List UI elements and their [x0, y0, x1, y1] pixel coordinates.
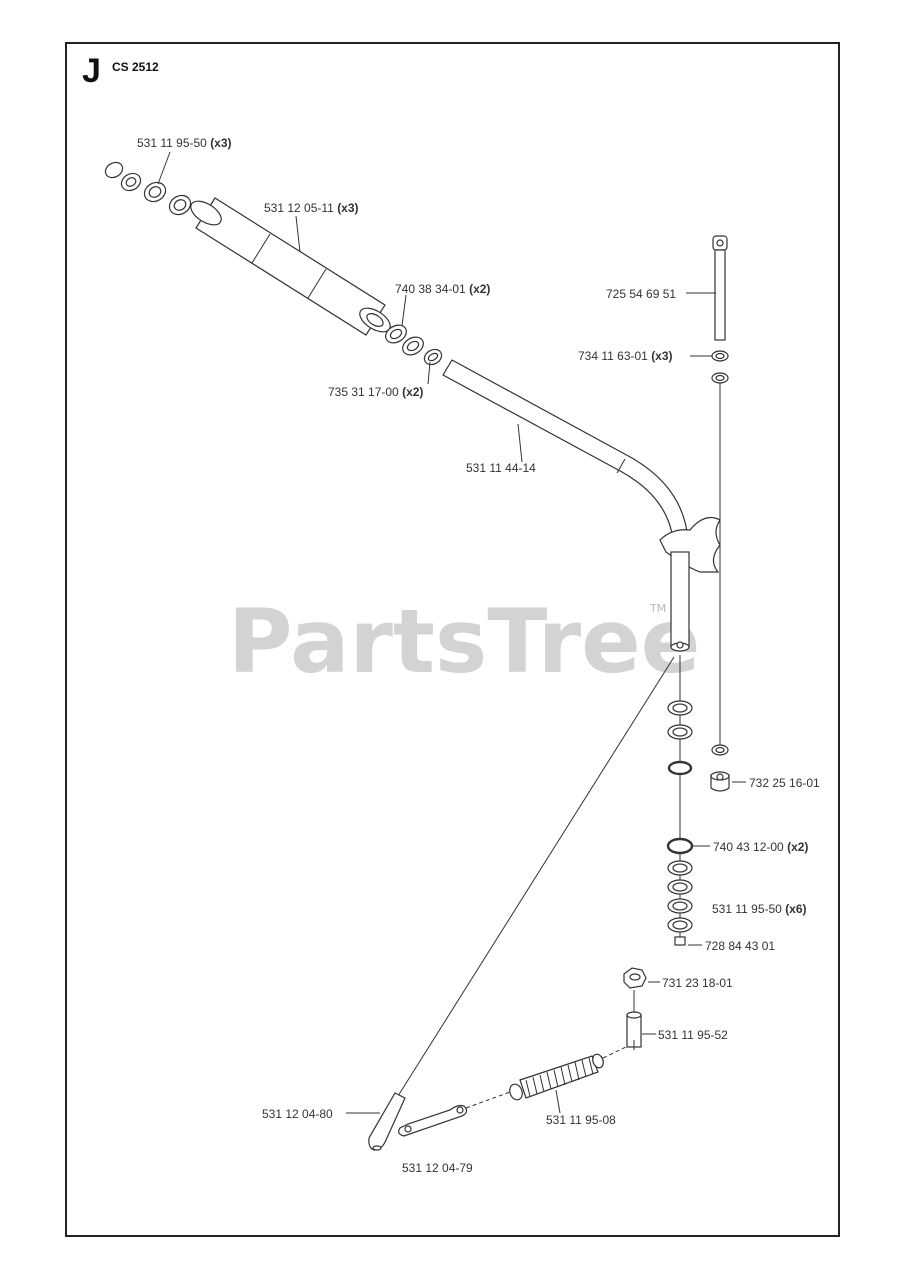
- link-rod: [397, 656, 675, 1097]
- hook-rod: [368, 1092, 406, 1151]
- part-label-p6: 735 31 17-00 (x2): [328, 385, 423, 399]
- watermark-trademark: TM: [649, 602, 666, 615]
- washer-stack: [666, 700, 694, 946]
- part-label-p10: 531 11 95-50 (x6): [712, 902, 807, 916]
- part-label-p5: 734 11 63-01 (x3): [578, 349, 673, 363]
- lock-nut: [623, 967, 647, 1012]
- part-label-p12: 731 23 18-01: [662, 976, 733, 990]
- washer-group-mid: [385, 324, 443, 366]
- part-label-p1: 531 11 95-50 (x3): [137, 136, 232, 150]
- part-label-p8: 732 25 16-01: [749, 776, 820, 790]
- spring-hook: [398, 1104, 468, 1137]
- dash-link-2: [602, 1045, 629, 1059]
- model-label: CS 2512: [112, 60, 159, 74]
- leader-lines: [157, 151, 746, 1114]
- part-label-p15: 531 11 95-08: [546, 1113, 616, 1127]
- tube-sleeve: [190, 197, 391, 336]
- part-label-p3: 725 54 69 51: [606, 287, 676, 301]
- bolt-assembly: [710, 235, 730, 792]
- dash-link: [465, 1091, 511, 1109]
- watermark-text: PartsTree: [228, 590, 700, 693]
- tension-spring: [509, 1053, 604, 1101]
- part-label-p16: 531 12 04-79: [402, 1161, 473, 1175]
- section-letter: J: [82, 52, 101, 90]
- part-label-p9: 740 43 12-00 (x2): [713, 840, 808, 854]
- part-label-p7: 531 11 44-14: [466, 461, 536, 475]
- diagram-frame: [65, 42, 840, 1237]
- part-label-p4: 740 38 34-01 (x2): [395, 282, 490, 296]
- steering-shaft: [442, 359, 721, 652]
- part-label-p11: 728 84 43 01: [705, 939, 775, 953]
- adjust-pin: [626, 1011, 642, 1050]
- washer-group-top: [104, 161, 192, 216]
- part-label-p2: 531 12 05-11 (x3): [264, 201, 359, 215]
- part-label-p14: 531 12 04-80: [262, 1107, 333, 1121]
- part-label-p13: 531 11 95-52: [658, 1028, 728, 1042]
